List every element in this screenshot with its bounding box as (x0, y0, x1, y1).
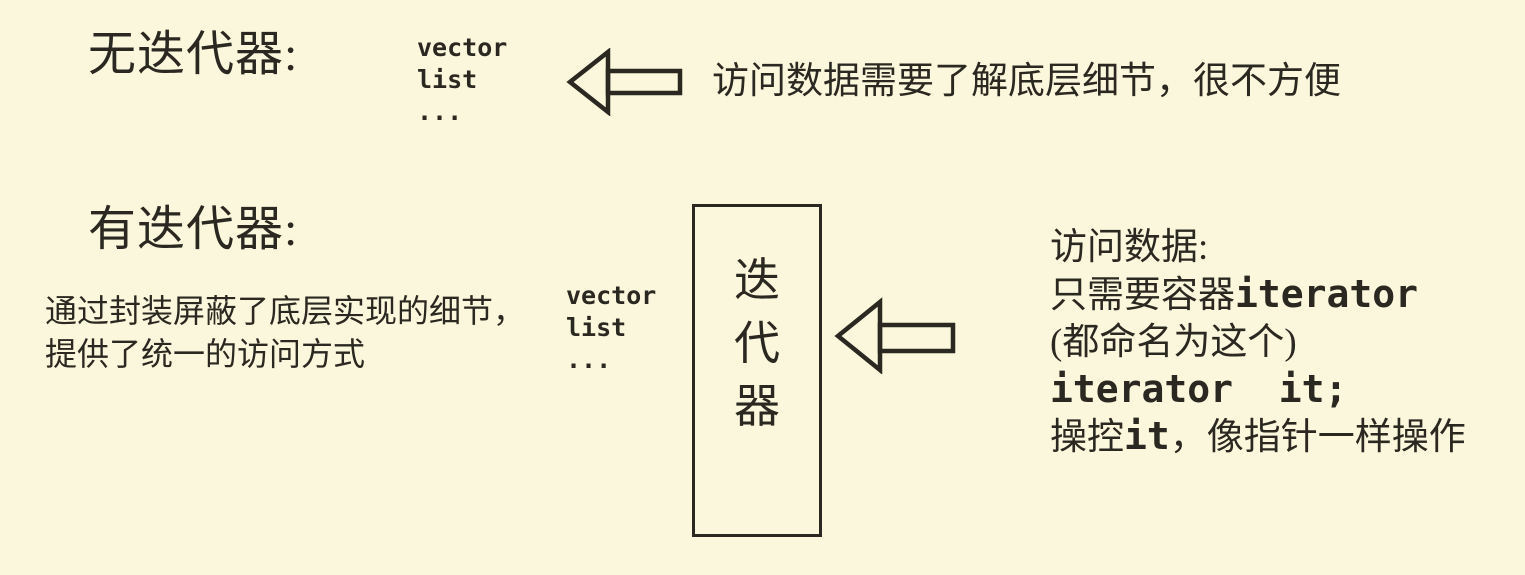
access-note-line-5-text-before: 操控 (1050, 417, 1124, 458)
with-iterator-heading: 有迭代器: (88, 203, 299, 256)
access-note-line-2-text: 只需要容器 (1050, 275, 1235, 316)
access-note-line-4-code: iterator it; (1050, 367, 1348, 411)
access-note-line-5-text-after: ，像指针一样操作 (1169, 417, 1466, 458)
access-note: 访问数据: 只需要容器iterator (都命名为这个) iterator it… (1050, 224, 1466, 461)
access-note-line-2-code: iterator (1235, 272, 1419, 316)
no-iterator-note: 访问数据需要了解底层细节，很不方便 (712, 61, 1341, 102)
with-iterator-container-list: vector list ... (566, 281, 657, 374)
access-note-line-5: 操控it，像指针一样操作 (1050, 413, 1466, 461)
access-note-line-2: 只需要容器iterator (1050, 271, 1466, 319)
iterator-box-label-char: 器 (734, 381, 780, 432)
iterator-box: 迭 代 器 (692, 204, 822, 537)
access-note-line-3: (都命名为这个) (1050, 322, 1297, 363)
no-iterator-heading: 无迭代器: (88, 28, 299, 81)
left-arrow-icon (834, 297, 956, 374)
access-note-line-1: 访问数据: (1050, 227, 1209, 268)
iterator-box-label-char: 迭 (734, 255, 780, 306)
left-arrow-icon (566, 48, 683, 116)
encapsulation-description: 通过封装屏蔽了底层实现的细节， 提供了统一的访问方式 (45, 293, 526, 372)
no-iterator-container-list: vector list ... (417, 33, 508, 126)
iterator-box-label-char: 代 (734, 318, 780, 369)
access-note-line-5-code: it (1124, 414, 1170, 458)
